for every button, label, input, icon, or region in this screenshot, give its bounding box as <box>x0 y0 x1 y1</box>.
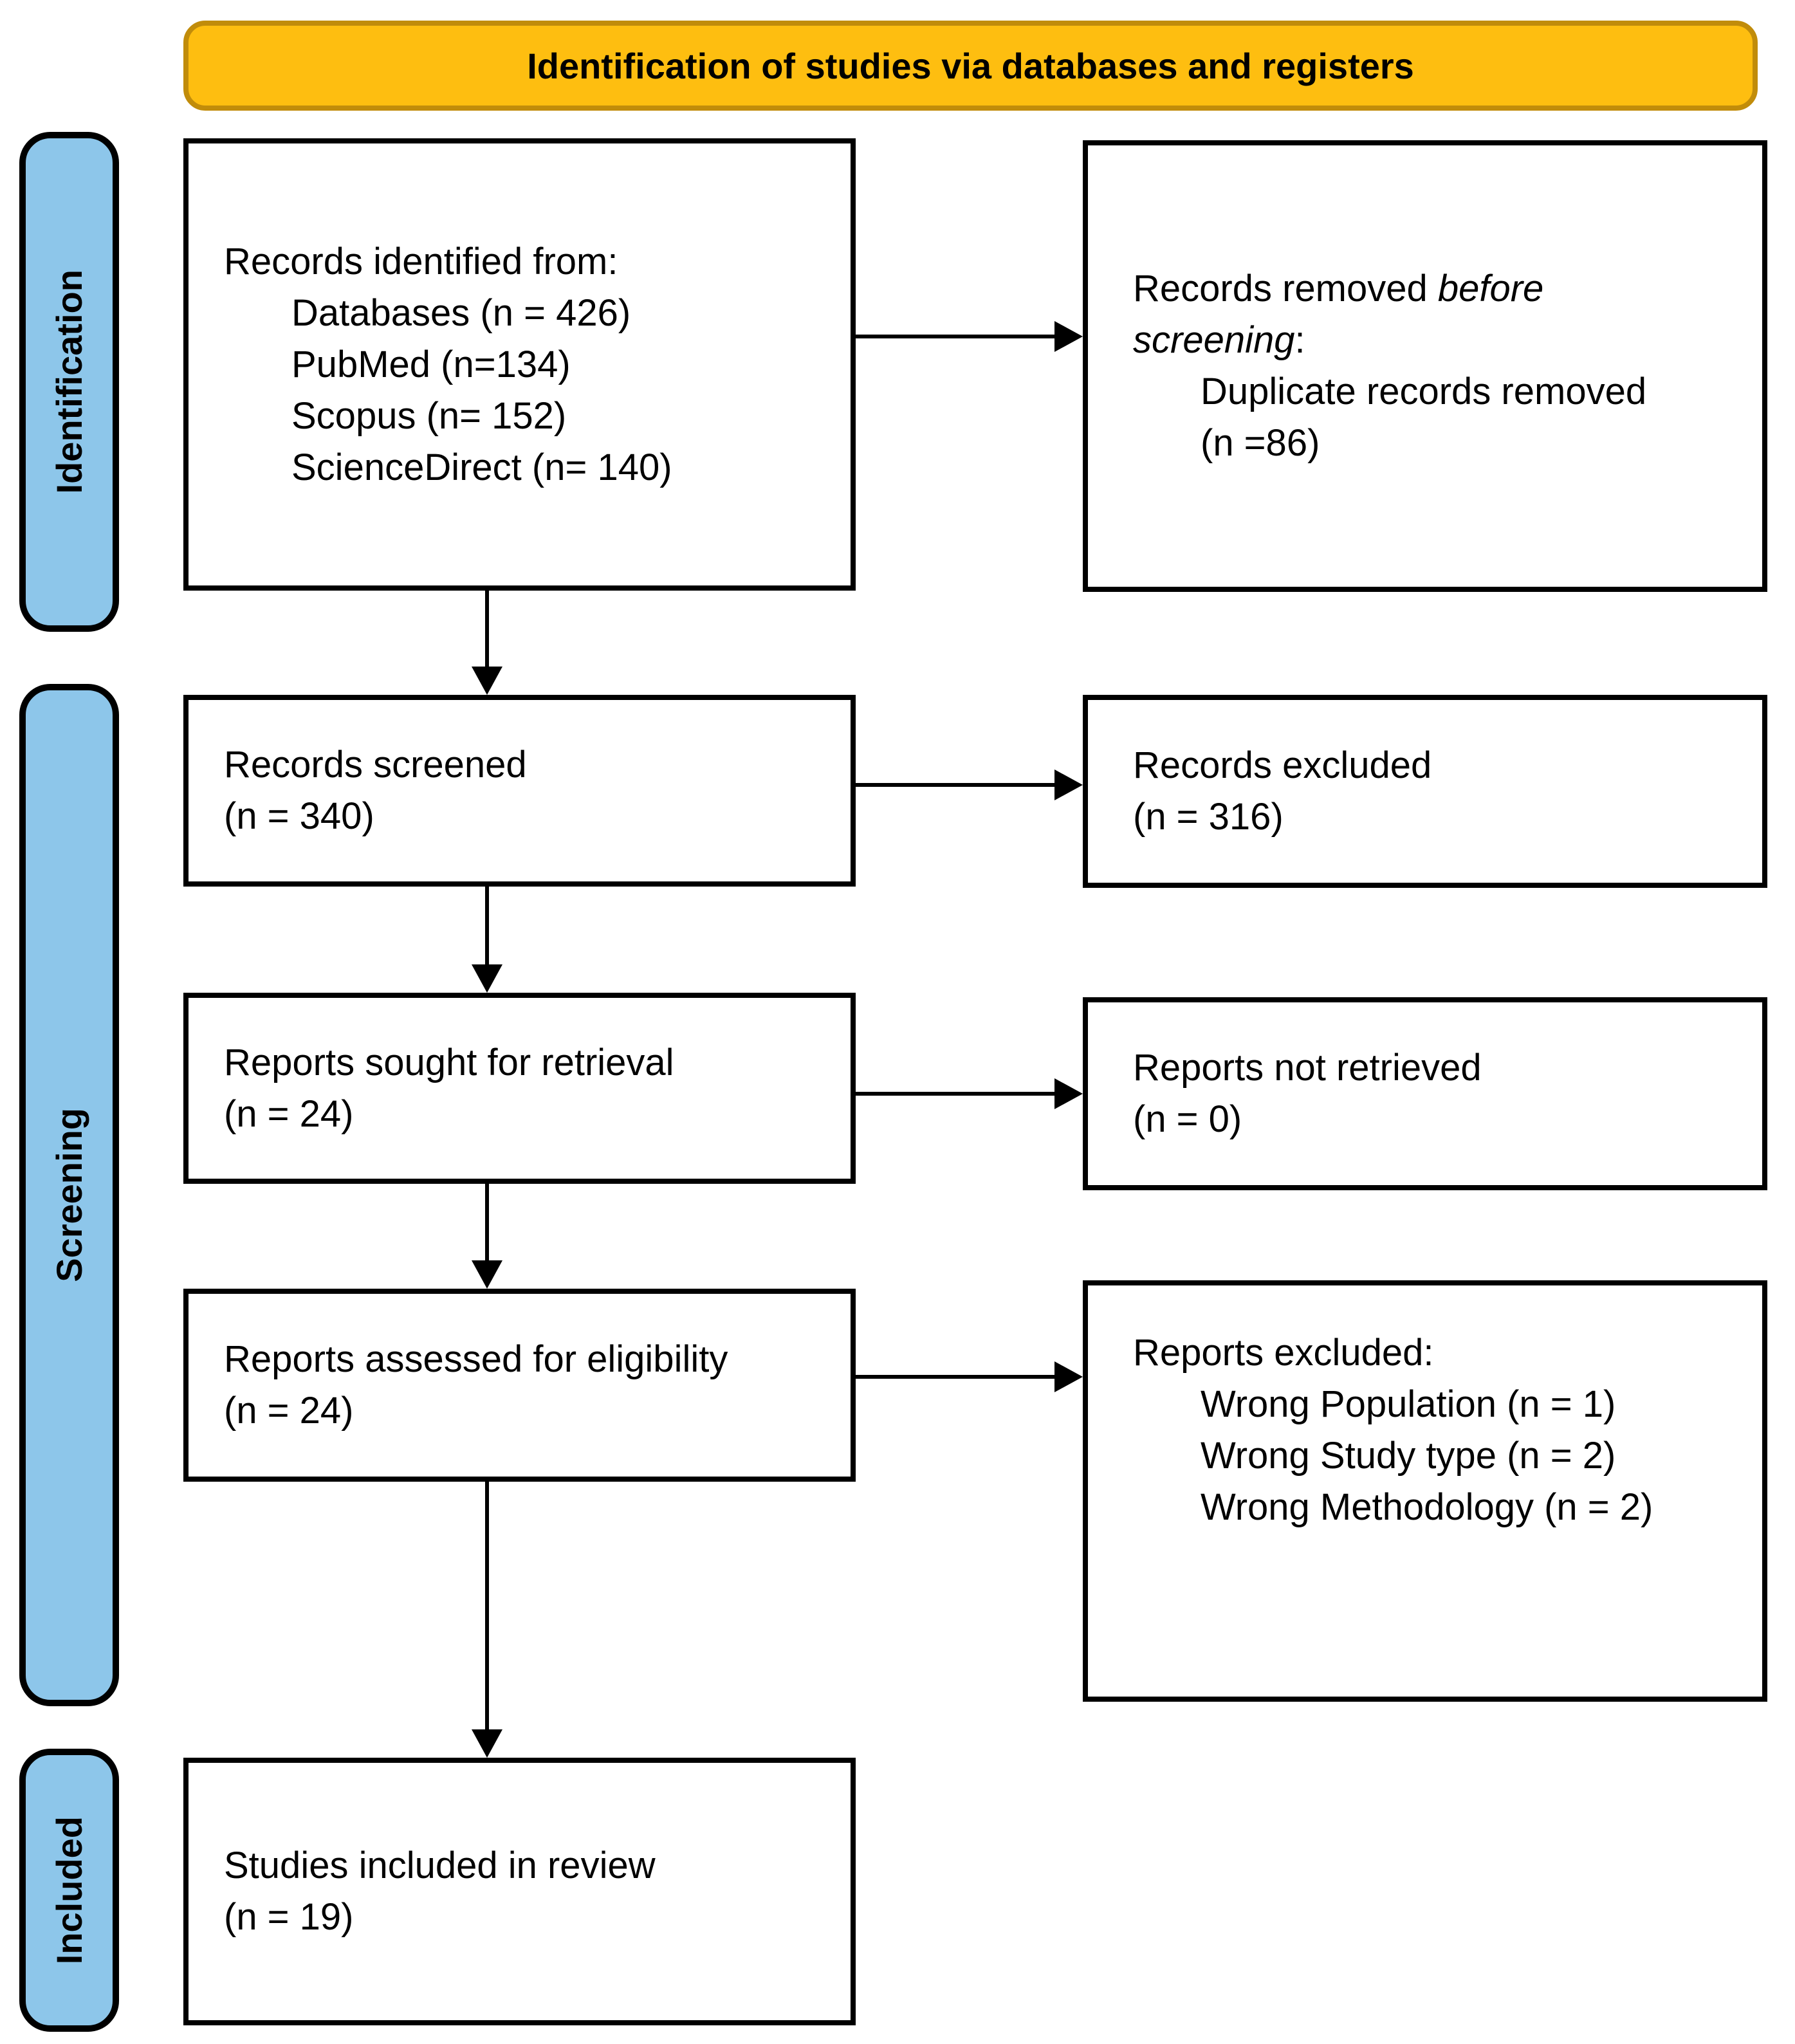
records-removed-item: Duplicate records removed <box>1201 371 1647 412</box>
arrow-screened-to-sought <box>470 887 504 993</box>
records-removed-suffix: : <box>1294 319 1305 361</box>
reports-sought-title: Reports sought for retrieval <box>224 1041 674 1083</box>
arrow-screened-to-excluded <box>856 768 1083 802</box>
arrow-shaft <box>856 1375 1054 1379</box>
records-identified-item: PubMed (n=134) <box>291 343 571 385</box>
box-records-excluded: Records excluded (n = 316) <box>1083 695 1767 888</box>
reports-excluded-title: Reports excluded: <box>1133 1332 1434 1374</box>
stage-screening-text: Screening <box>49 1108 89 1282</box>
records-screened-count: (n = 340) <box>224 795 374 837</box>
arrow-head-icon <box>1054 1361 1083 1392</box>
reports-excluded-item: Wrong Population (n = 1) <box>1201 1383 1616 1425</box>
arrow-assessed-to-reports-excluded <box>856 1359 1083 1394</box>
reports-excluded-item: Wrong Study type (n = 2) <box>1201 1435 1616 1477</box>
header-title: Identification of studies via databases … <box>527 45 1414 86</box>
reports-assessed-count: (n = 24) <box>224 1390 354 1432</box>
stage-included-text: Included <box>49 1816 89 1965</box>
arrow-shaft <box>485 887 489 964</box>
reports-assessed-title: Reports assessed for eligibility <box>224 1338 728 1380</box>
records-removed-title-line1: Records removed before <box>1133 263 1740 315</box>
reports-excluded-item: Wrong Methodology (n = 2) <box>1201 1486 1653 1528</box>
arrow-head-icon <box>1054 1078 1083 1109</box>
box-reports-excluded: Reports excluded: Wrong Population (n = … <box>1083 1280 1767 1702</box>
arrow-identified-to-removed <box>856 319 1083 354</box>
box-reports-sought: Reports sought for retrieval (n = 24) <box>183 993 856 1184</box>
arrow-sought-to-assessed <box>470 1184 504 1289</box>
records-removed-italic2: screening <box>1133 319 1295 361</box>
arrow-shaft <box>856 1092 1054 1096</box>
records-removed-prefix: Records removed <box>1133 268 1438 309</box>
records-screened-title: Records screened <box>224 744 527 786</box>
arrow-shaft <box>485 1482 489 1729</box>
records-excluded-title: Records excluded <box>1133 744 1432 786</box>
header-banner: Identification of studies via databases … <box>183 21 1758 111</box>
arrow-head-icon <box>472 667 502 695</box>
stage-label-included: Included <box>19 1749 119 2032</box>
box-records-identified: Records identified from: Databases (n = … <box>183 138 856 591</box>
stage-identification-text: Identification <box>49 270 89 494</box>
box-records-removed: Records removed before screening: Duplic… <box>1083 140 1767 592</box>
records-excluded-count: (n = 316) <box>1133 796 1284 838</box>
records-removed-italic: before <box>1437 268 1544 309</box>
records-identified-item: ScienceDirect (n= 140) <box>291 446 672 488</box>
arrow-identified-to-screened <box>470 591 504 695</box>
stage-label-identification: Identification <box>19 132 119 632</box>
studies-included-title: Studies included in review <box>224 1845 656 1886</box>
box-reports-assessed: Reports assessed for eligibility (n = 24… <box>183 1289 856 1482</box>
arrow-assessed-to-included <box>470 1482 504 1758</box>
arrow-shaft <box>485 591 489 667</box>
box-records-screened: Records screened (n = 340) <box>183 695 856 887</box>
arrow-head-icon <box>1054 321 1083 352</box>
arrow-shaft <box>856 335 1054 338</box>
box-reports-not-retrieved: Reports not retrieved (n = 0) <box>1083 997 1767 1190</box>
studies-included-count: (n = 19) <box>224 1896 354 1938</box>
reports-not-retrieved-count: (n = 0) <box>1133 1098 1242 1140</box>
arrow-head-icon <box>1054 769 1083 800</box>
reports-sought-count: (n = 24) <box>224 1092 354 1135</box>
arrow-head-icon <box>472 964 502 993</box>
arrow-head-icon <box>472 1729 502 1758</box>
reports-not-retrieved-title: Reports not retrieved <box>1133 1047 1482 1089</box>
box-studies-included: Studies included in review (n = 19) <box>183 1758 856 2025</box>
records-removed-item: (n =86) <box>1201 422 1320 464</box>
arrow-head-icon <box>472 1260 502 1289</box>
stage-label-screening: Screening <box>19 684 119 1706</box>
records-identified-item: Databases (n = 426) <box>291 291 631 334</box>
records-identified-title: Records identified from: <box>224 240 618 282</box>
records-identified-item: Scopus (n= 152) <box>291 394 567 437</box>
arrow-shaft <box>485 1184 489 1260</box>
arrow-shaft <box>856 783 1054 787</box>
records-removed-title-line2: screening: <box>1133 315 1740 366</box>
arrow-sought-to-not-retrieved <box>856 1076 1083 1111</box>
